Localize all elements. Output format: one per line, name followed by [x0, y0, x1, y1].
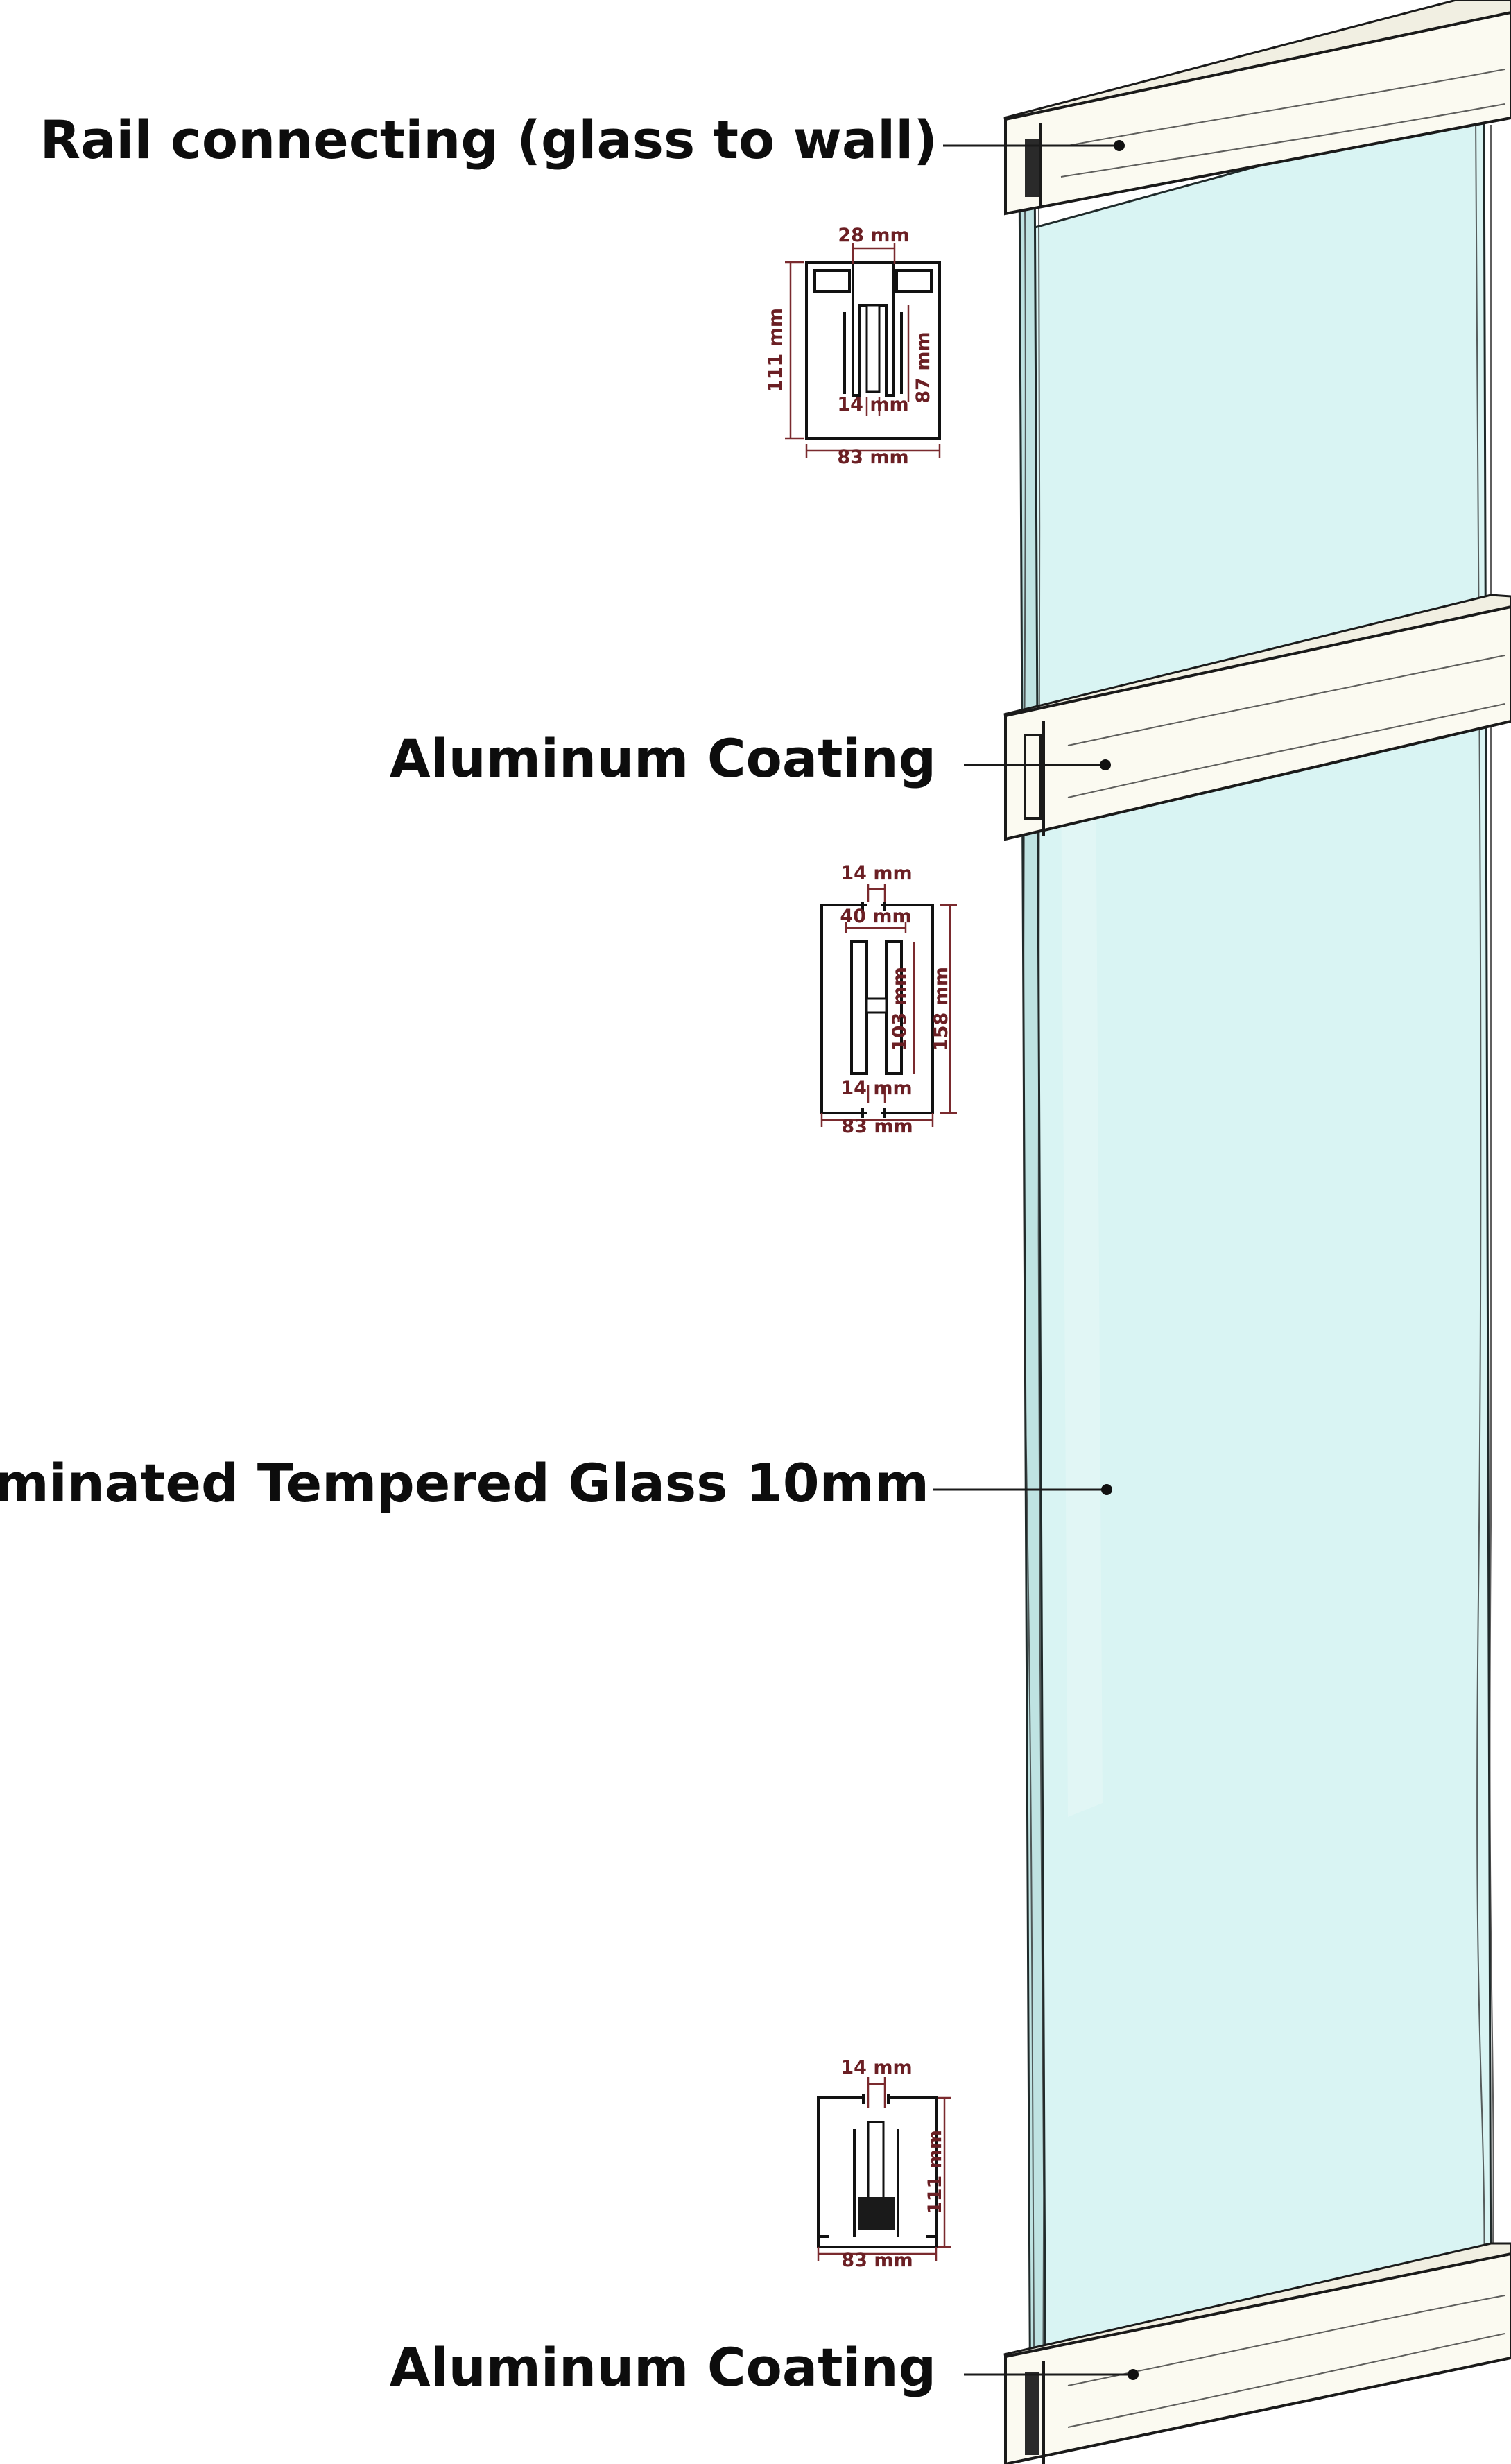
- glass-face: [1028, 103, 1492, 2384]
- dim-middle-height: 158 mm: [931, 967, 952, 1051]
- callout-top-rail: Rail connecting (glass to wall): [40, 109, 1125, 171]
- dim-bottom-height: 111 mm: [924, 2130, 946, 2214]
- dim-top-height: 111 mm: [765, 308, 786, 393]
- dim-middle-bottom-opening: 14 mm: [840, 1078, 912, 1099]
- callout-glass: Laminated Tempered Glass 10mm: [0, 1452, 1112, 1514]
- dim-bottom-top-opening: 14 mm: [840, 2057, 912, 2078]
- dim-bottom-width: 83 mm: [841, 2250, 913, 2271]
- dim-top-opening: 28 mm: [838, 225, 909, 246]
- callout-bottom-rail: Aluminum Coating: [390, 2336, 1139, 2398]
- label-rail-connecting: Rail connecting (glass to wall): [40, 109, 938, 171]
- label-aluminum-coating-middle: Aluminum Coating: [390, 727, 936, 789]
- dim-top-inner-height: 87 mm: [913, 331, 934, 403]
- dim-middle-width: 83 mm: [841, 1116, 913, 1137]
- dim-middle-inner-height: 103 mm: [889, 967, 910, 1051]
- dim-top-width: 83 mm: [837, 447, 908, 468]
- top-rail: [1003, 0, 1511, 216]
- glass-panel: [1018, 103, 1494, 2460]
- profile-middle-detail: 14 mm 40 mm 103 mm 158 mm 14 mm 83 mm: [820, 863, 957, 1137]
- middle-rail: [1003, 594, 1511, 841]
- dim-middle-inner-width: 40 mm: [840, 906, 911, 927]
- label-laminated-glass: Laminated Tempered Glass 10mm: [0, 1452, 929, 1514]
- callout-middle-rail: Aluminum Coating: [390, 727, 1111, 789]
- dim-middle-top-opening: 14 mm: [840, 863, 912, 884]
- dim-top-glass-slot: 14 mm: [837, 394, 908, 415]
- profile-top-detail: 28 mm 111 mm 87 mm 14 mm 83 mm: [765, 225, 941, 468]
- bottom-rail-face: [1004, 2252, 1511, 2464]
- middle-rail-face: [1004, 605, 1511, 841]
- profile-bottom-detail: 14 mm 111 mm 83 mm: [817, 2057, 951, 2271]
- label-aluminum-coating-bottom: Aluminum Coating: [390, 2336, 936, 2398]
- bottom-rail: [1003, 2242, 1511, 2464]
